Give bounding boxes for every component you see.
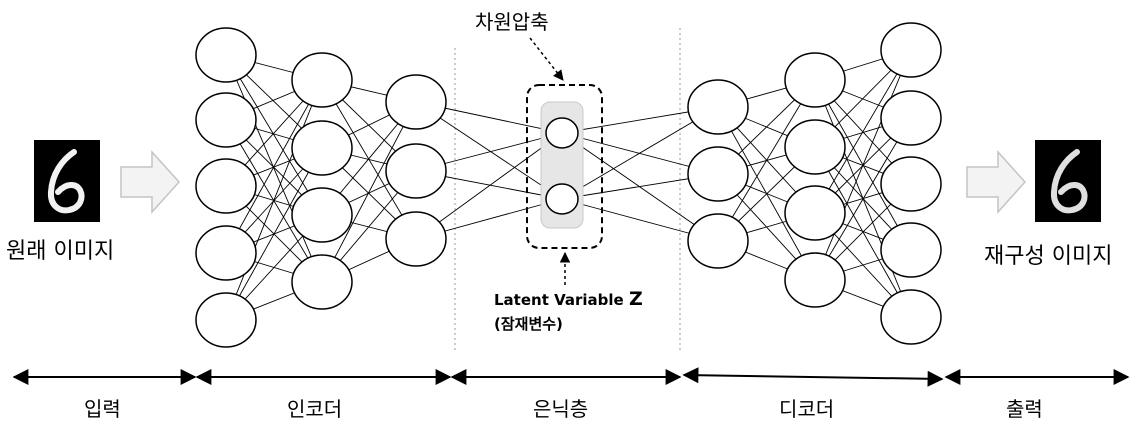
neuron: [687, 213, 749, 269]
connection-line: [814, 49, 912, 214]
latent-variable-label: Latent Variable Z: [494, 288, 643, 310]
neuron: [195, 225, 257, 281]
input-image-caption: 원래 이미지: [6, 239, 115, 264]
neuron: [195, 292, 257, 348]
connection-line: [225, 147, 323, 321]
connection-line: [321, 101, 417, 283]
latent-symbol: Z: [628, 288, 643, 310]
digit-six-icon: [1050, 149, 1088, 214]
neuron: [687, 79, 749, 135]
output-digit-image: [1035, 140, 1101, 222]
neuron: [687, 146, 749, 202]
connection-line: [225, 79, 323, 321]
section-decoder-label: 디코더: [779, 397, 835, 421]
neuron: [291, 187, 353, 243]
latent-neuron: [545, 117, 579, 149]
output-image-caption: 재구성 이미지: [984, 244, 1113, 269]
connection-line: [225, 54, 323, 216]
network-neurons: [195, 22, 942, 348]
neuron: [385, 143, 447, 199]
neuron: [880, 222, 942, 278]
latent-subtitle: (잠재변수): [494, 315, 563, 333]
neuron: [385, 211, 447, 267]
neuron: [195, 92, 257, 148]
neuron: [880, 90, 942, 146]
neuron: [195, 158, 257, 214]
neuron: [784, 185, 846, 241]
connection-line: [225, 54, 323, 283]
section-hidden-label: 은닉층: [533, 397, 589, 421]
section-output-label: 출력: [1006, 397, 1043, 421]
neuron: [291, 52, 353, 108]
neuron: [880, 156, 942, 212]
section-encoder-label: 인코더: [287, 397, 343, 421]
connection-line: [225, 79, 323, 254]
decoder-span-arrow: [682, 367, 944, 387]
neuron: [880, 22, 942, 78]
output-flow-arrow: [966, 150, 1027, 214]
compression-pointer: [529, 37, 564, 81]
compression-label: 차원압축: [475, 10, 549, 34]
connection-line: [561, 132, 719, 242]
neuron: [880, 289, 942, 345]
digit-six-icon: [47, 149, 85, 214]
neuron: [291, 120, 353, 176]
input-flow-arrow: [120, 150, 181, 214]
latent-variable-text: Latent Variable: [494, 291, 624, 309]
section-input-label: 입력: [84, 397, 121, 421]
neuron: [784, 252, 846, 308]
latent-neuron: [545, 183, 579, 215]
neuron: [784, 119, 846, 175]
latent-dashed-box: [526, 84, 603, 249]
neuron: [385, 74, 447, 130]
connection-line: [814, 117, 912, 281]
neuron: [195, 27, 257, 83]
connection-line: [561, 106, 719, 200]
connection-line: [814, 49, 912, 281]
connection-line: [717, 79, 816, 242]
connection-line: [415, 132, 563, 240]
neuron: [291, 254, 353, 310]
input-digit-image: [34, 140, 100, 222]
neuron: [784, 52, 846, 108]
